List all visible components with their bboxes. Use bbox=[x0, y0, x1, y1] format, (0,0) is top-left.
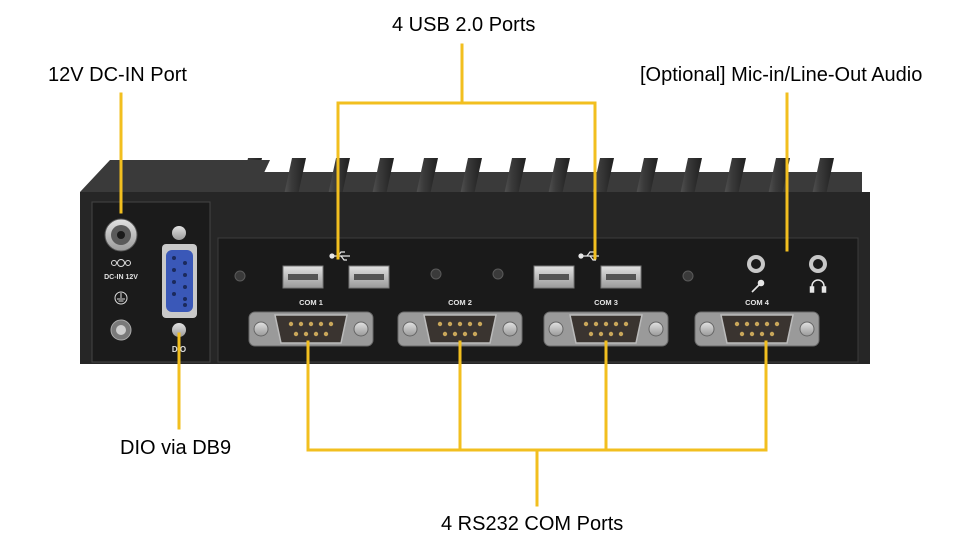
headphone-icon bbox=[809, 279, 827, 293]
line-out-jack bbox=[809, 255, 827, 273]
usb-ports-callout: 4 USB 2.0 Ports bbox=[392, 14, 536, 36]
dio-connector bbox=[162, 226, 197, 337]
usb-ports bbox=[282, 265, 642, 289]
audio-callout: [Optional] Mic-in/Line-Out Audio bbox=[640, 64, 923, 86]
leader-lines bbox=[119, 43, 789, 507]
usb-port bbox=[600, 265, 642, 289]
com-label: COM 4 bbox=[745, 298, 770, 307]
ground-icon bbox=[114, 291, 128, 305]
dc-in-label: DC-IN 12V bbox=[104, 274, 138, 281]
usb-port bbox=[533, 265, 575, 289]
com-ports bbox=[248, 311, 820, 347]
panel-screws bbox=[234, 268, 694, 282]
chassis-left-top bbox=[80, 160, 270, 192]
com-port bbox=[543, 311, 669, 347]
dc-in-jack bbox=[104, 218, 138, 252]
com-port bbox=[248, 311, 374, 347]
dc-in-callout: 12V DC-IN Port bbox=[48, 64, 187, 86]
dc-polarity-icon bbox=[111, 259, 131, 267]
com-label: COM 3 bbox=[594, 298, 618, 307]
com-ports-callout: 4 RS232 COM Ports bbox=[441, 513, 624, 535]
com-label: COM 1 bbox=[299, 298, 323, 307]
grounding-screw bbox=[110, 319, 132, 341]
dio-callout: DIO via DB9 bbox=[120, 437, 232, 459]
usb-leader bbox=[336, 101, 597, 260]
usb-port bbox=[348, 265, 390, 289]
com-port bbox=[694, 311, 820, 347]
mic-in-jack bbox=[747, 255, 765, 273]
microphone-icon bbox=[751, 279, 765, 293]
usb-port bbox=[282, 265, 324, 289]
com-label: COM 2 bbox=[448, 298, 472, 307]
